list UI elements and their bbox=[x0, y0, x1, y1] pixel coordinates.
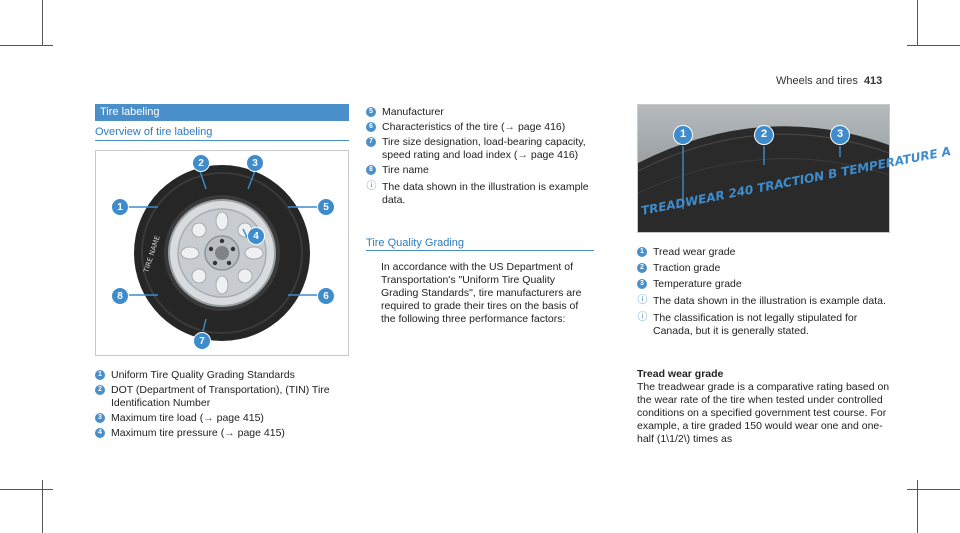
subheading-tire-quality-grading: Tire Quality Grading bbox=[366, 237, 465, 249]
list-item: 8 Tire name bbox=[366, 164, 596, 177]
tread-wear-paragraph: The treadwear grade is a comparative rat… bbox=[637, 381, 890, 445]
item-text: Temperature grade bbox=[653, 278, 742, 290]
note-text: The classification is not legally stipul… bbox=[653, 312, 858, 337]
crop-mark bbox=[907, 45, 960, 46]
crop-mark bbox=[917, 480, 918, 533]
list-item: 5 Manufacturer bbox=[366, 106, 596, 119]
note-text: The data shown in the illustration is ex… bbox=[382, 181, 589, 206]
item-number: 3 bbox=[637, 279, 647, 289]
item-number: 2 bbox=[637, 263, 647, 273]
arrow-icon: → bbox=[517, 149, 528, 161]
tire-graphic: TIRE NAME bbox=[129, 165, 318, 341]
item-text-end: ) bbox=[574, 149, 579, 161]
list-item: 7 Tire size designation, load-bearing ca… bbox=[366, 136, 596, 162]
item-text-end: ) bbox=[260, 412, 264, 424]
list-item: 1 Uniform Tire Quality Grading Standards bbox=[95, 369, 349, 382]
crop-mark bbox=[42, 480, 43, 533]
page-reference-link[interactable]: page 415 bbox=[216, 412, 261, 424]
info-note: ⓘ The classification is not legally stip… bbox=[637, 312, 890, 338]
tread-illustration: TREADWEAR 240 TRACTION B TEMPERATURE A 1… bbox=[637, 104, 952, 233]
arrow-icon: → bbox=[224, 427, 235, 439]
callout-2: 2 bbox=[192, 154, 210, 172]
item-number: 8 bbox=[366, 165, 376, 175]
page-reference-link[interactable]: page 416 bbox=[517, 121, 562, 133]
section-title: Wheels and tires bbox=[776, 75, 858, 87]
callout-5: 5 bbox=[317, 198, 335, 216]
item-text: Maximum tire load ( bbox=[111, 412, 204, 424]
callout-3: 3 bbox=[246, 154, 264, 172]
subheading-rule bbox=[366, 250, 594, 251]
arrow-icon: → bbox=[504, 121, 516, 133]
item-text: Uniform Tire Quality Grading Standards bbox=[111, 369, 295, 381]
list-item: 6 Characteristics of the tire (→ page 41… bbox=[366, 121, 596, 134]
callout-1: 1 bbox=[111, 198, 129, 216]
list-item: 2 DOT (Department of Transportation), (T… bbox=[95, 384, 349, 410]
subheading-overview: Overview of tire labeling bbox=[95, 126, 213, 138]
item-text-end: ) bbox=[561, 121, 566, 133]
item-text: Tread wear grade bbox=[653, 246, 736, 258]
crop-mark bbox=[42, 0, 43, 46]
subheading-rule bbox=[95, 140, 349, 141]
list-item: 3 Temperature grade bbox=[637, 278, 890, 291]
tire-illustration: TIRE NAME 1 2 3 4 5 6 7 8 bbox=[95, 150, 349, 356]
item-text: Tire size designation, load-bearing capa… bbox=[382, 136, 586, 161]
callout-8: 8 bbox=[111, 287, 129, 305]
item-number: 7 bbox=[366, 137, 376, 147]
crop-mark bbox=[0, 45, 53, 46]
item-number: 5 bbox=[366, 107, 376, 117]
tread-callout-1: 1 bbox=[673, 125, 693, 145]
note-text: The data shown in the illustration is ex… bbox=[653, 295, 886, 307]
info-note: ⓘ The data shown in the illustration is … bbox=[637, 295, 890, 308]
tread-callout-3: 3 bbox=[830, 125, 850, 145]
grading-paragraph: In accordance with the US Department of … bbox=[381, 261, 582, 325]
item-text: Tire name bbox=[382, 164, 429, 176]
arrow-icon: → bbox=[203, 412, 214, 424]
item-text-end: ) bbox=[281, 427, 285, 439]
callout-7: 7 bbox=[193, 332, 211, 350]
list-item: 1 Tread wear grade bbox=[637, 246, 890, 259]
callout-6: 6 bbox=[317, 287, 335, 305]
item-number: 1 bbox=[95, 370, 105, 380]
info-icon: ⓘ bbox=[637, 312, 648, 323]
running-header: Wheels and tires 413 bbox=[776, 75, 882, 87]
crop-mark bbox=[0, 489, 53, 490]
right-legend-list: 1 Tread wear grade 2 Traction grade 3 Te… bbox=[637, 246, 890, 338]
page-number: 413 bbox=[863, 75, 883, 87]
page-reference-link[interactable]: page 416 bbox=[530, 149, 575, 161]
item-number: 4 bbox=[95, 428, 105, 438]
list-item: 2 Traction grade bbox=[637, 262, 890, 275]
item-number: 1 bbox=[637, 247, 647, 257]
item-number: 6 bbox=[366, 122, 376, 132]
item-text: Maximum tire pressure ( bbox=[111, 427, 225, 439]
item-text: DOT (Department of Transportation), (TIN… bbox=[111, 384, 330, 409]
crop-mark bbox=[917, 0, 918, 46]
info-icon: ⓘ bbox=[637, 295, 648, 306]
item-text: Manufacturer bbox=[382, 106, 444, 118]
info-note: ⓘ The data shown in the illustration is … bbox=[366, 181, 596, 207]
info-icon: ⓘ bbox=[366, 181, 377, 192]
tread-callout-2: 2 bbox=[754, 125, 774, 145]
callout-4: 4 bbox=[247, 227, 265, 245]
list-item: 3 Maximum tire load (→ page 415) bbox=[95, 412, 349, 425]
crop-mark bbox=[907, 489, 960, 490]
item-number: 2 bbox=[95, 385, 105, 395]
page-reference-link[interactable]: page 415 bbox=[237, 427, 282, 439]
middle-legend-list: 5 Manufacturer 6 Characteristics of the … bbox=[366, 106, 596, 207]
item-text: Characteristics of the tire ( bbox=[382, 121, 505, 133]
list-item: 4 Maximum tire pressure (→ page 415) bbox=[95, 427, 349, 440]
left-legend-list: 1 Uniform Tire Quality Grading Standards… bbox=[95, 369, 349, 440]
section-band-title: Tire labeling bbox=[95, 104, 349, 121]
tread-wear-heading: Tread wear grade bbox=[637, 368, 724, 380]
item-number: 3 bbox=[95, 413, 105, 423]
item-text: Traction grade bbox=[653, 262, 721, 274]
